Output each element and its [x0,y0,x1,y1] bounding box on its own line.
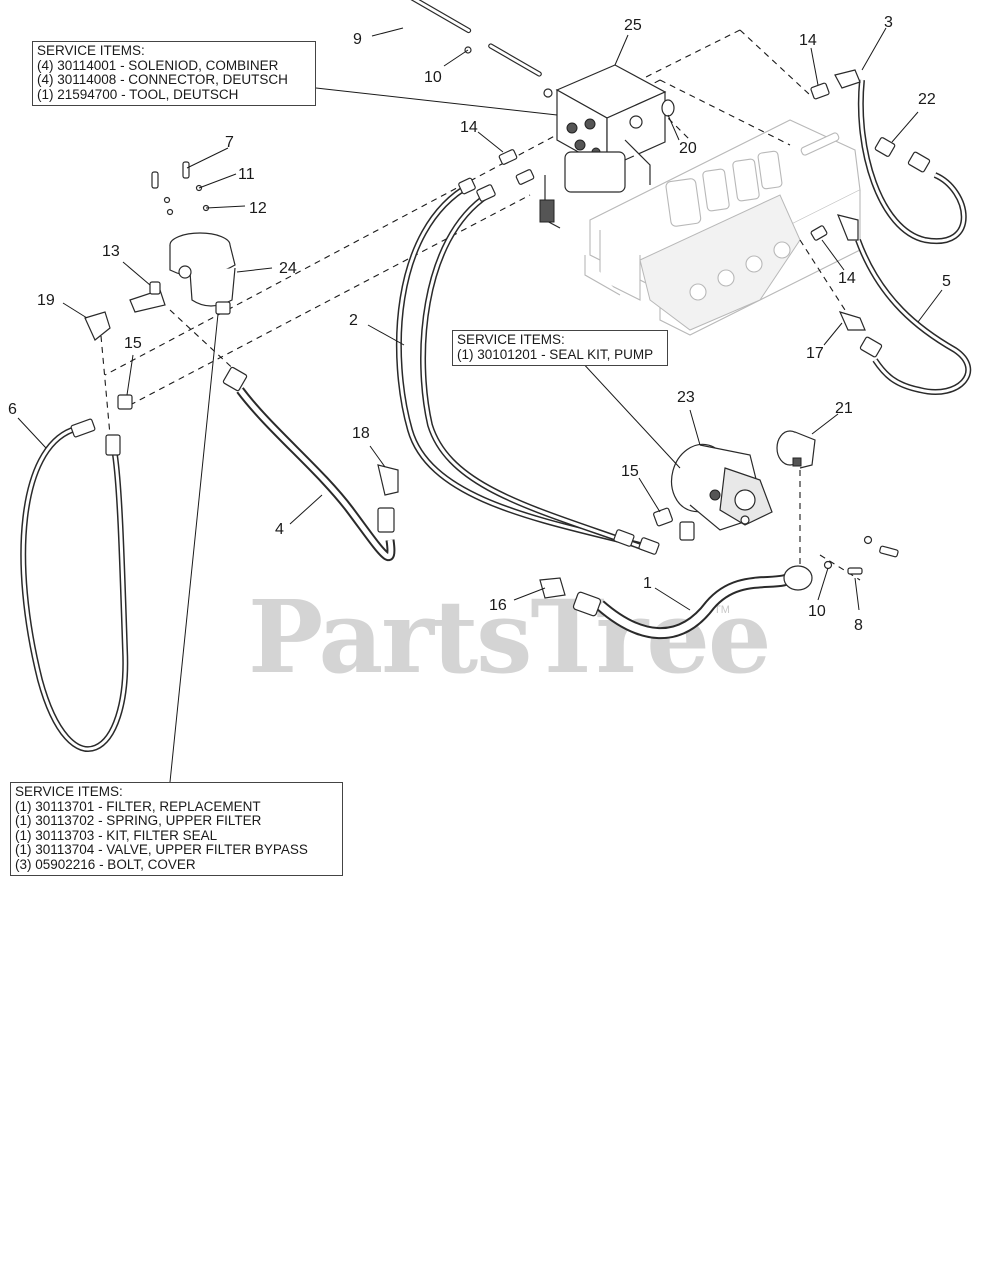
leader-lines [17,27,943,783]
service-items-header: SERVICE ITEMS: [15,784,123,799]
callout-5: 5 [942,273,951,290]
callout-18: 18 [352,425,370,442]
callout-7: 7 [225,134,234,151]
callout-14-top-right: 14 [799,32,817,49]
callout-17: 17 [806,345,824,362]
hose-5 [855,238,972,395]
callout-15-left: 15 [124,335,142,352]
service-item: (4) 30114008 - CONNECTOR, DEUTSCH [37,72,288,87]
callout-9: 9 [353,31,362,48]
callout-2: 2 [349,312,358,329]
callout-15-right: 15 [621,463,639,480]
callout-10-top: 10 [424,69,442,86]
service-item: (3) 05902216 - BOLT, COVER [15,856,196,872]
callout-3: 3 [884,14,893,31]
service-item: (1) 30101201 - SEAL KIT, PUMP [457,346,654,362]
callout-22: 22 [918,91,936,108]
callout-10-bottom: 10 [808,603,826,620]
callout-6: 6 [8,401,17,418]
watermark-tm: TM [714,604,730,616]
callout-25: 25 [624,17,642,34]
service-item: (1) 30113701 - FILTER, REPLACEMENT [15,798,261,814]
callout-8: 8 [854,617,863,634]
callout-14-right: 14 [838,270,856,287]
hose-4 [236,387,396,562]
hose-1 [596,570,800,640]
watermark: PartsTree TM [248,578,772,696]
callout-21: 21 [835,400,853,417]
service-item: (1) 30113704 - VALVE, UPPER FILTER BYPAS… [15,842,308,857]
service-item: (1) 30113702 - SPRING, UPPER FILTER [15,813,262,828]
callout-23: 23 [677,389,695,406]
callout-13: 13 [102,243,120,260]
callout-16: 16 [489,597,507,614]
callout-12: 12 [249,200,267,217]
callout-14-center: 14 [460,119,478,136]
service-items-filter-box: SERVICE ITEMS: (1) 30113701 - FILTER, RE… [10,782,343,876]
elbow-fitting-21 [776,430,816,469]
callout-24: 24 [279,260,297,277]
service-items-header: SERVICE ITEMS: [457,332,565,347]
watermark-text: PartsTree [248,578,770,696]
callout-1: 1 [643,575,652,592]
service-items-solenoid-box: SERVICE ITEMS: (4) 30114001 - SOLENIOD, … [32,41,316,106]
hose-6 [20,427,129,752]
frame-assembly [584,119,861,336]
service-item: (4) 30114001 - SOLENIOD, COMBINER [37,57,279,73]
callout-19: 19 [37,292,55,309]
callout-11: 11 [238,166,255,183]
pump [670,443,773,531]
callout-4: 4 [275,521,284,538]
combiner-valve-block [539,64,667,229]
callout-20: 20 [679,140,697,157]
fittings [70,0,931,617]
service-item: (1) 30113703 - KIT, FILTER SEAL [15,827,218,843]
hose-3 [857,79,967,245]
callout-numbers: 9 10 25 14 3 22 14 20 7 11 12 24 13 19 1… [8,14,951,634]
service-items-header: SERVICE ITEMS: [37,43,145,58]
hose-2 [395,182,652,553]
service-items-pump-box: SERVICE ITEMS: (1) 30101201 - SEAL KIT, … [452,330,668,366]
service-item: (1) 21594700 - TOOL, DEUTSCH [37,86,239,102]
filter-head [169,232,236,315]
